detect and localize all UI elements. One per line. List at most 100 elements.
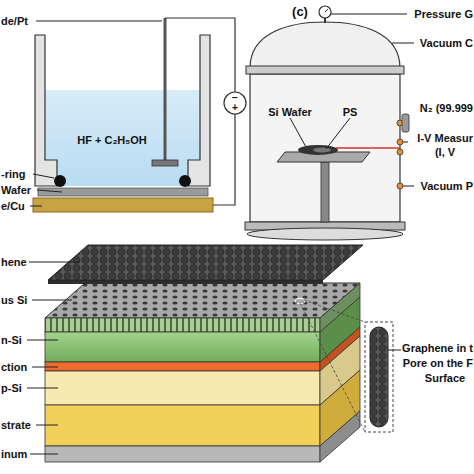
- pt-electrode-part: [164, 18, 167, 165]
- pressure-gauge-part: [325, 9, 328, 12]
- layer-front-face-part: [45, 332, 320, 362]
- pore-zoom-part: [304, 300, 365, 322]
- port-valve-part: [397, 139, 403, 145]
- leader-line-part: [30, 454, 58, 455]
- layer-front-face-part: [45, 371, 320, 405]
- zoom-label: Graphene in t: [402, 343, 473, 354]
- graphene-sheet-part: [48, 280, 323, 284]
- power-source-symbol-part: [224, 92, 246, 114]
- layer-front-face-part: [45, 362, 320, 371]
- etching-cell-part: [188, 35, 210, 186]
- layer-label: inum: [1, 449, 27, 460]
- layer-label: p-Si: [1, 383, 22, 394]
- part-label: de/Pt: [1, 16, 28, 27]
- part-label: Si Wafer: [268, 107, 312, 118]
- graphene-sheet: [48, 245, 363, 284]
- vacuum-chamber-part: [247, 228, 403, 240]
- measurement-wire-part: [336, 147, 400, 148]
- porous-si-top-face-part: [45, 283, 360, 318]
- pore-zoom-part: [365, 322, 393, 432]
- pt-electrode-part: [152, 160, 178, 166]
- pressure-gauge-part: [324, 18, 326, 23]
- part-label: Vacuum P: [420, 181, 473, 192]
- leader-line: [290, 14, 414, 186]
- layer-front-face-part: [45, 405, 320, 446]
- leader-line-part: [27, 340, 58, 341]
- sample-stage-part: [298, 145, 338, 155]
- leader-line-part: [290, 118, 306, 147]
- etching-cell-part: [179, 175, 191, 187]
- layer-side-face-part: [320, 411, 360, 462]
- circuit-wire-part: [213, 114, 235, 205]
- part-label: Wafer: [1, 185, 31, 196]
- etching-cell-part: [45, 90, 200, 186]
- port-valve-part: [397, 183, 403, 189]
- leader-line-part: [37, 190, 62, 192]
- port-valve-part: [397, 149, 403, 155]
- panel-letter: (c): [292, 5, 308, 18]
- pore-zoom: [295, 299, 393, 433]
- porous-si-top-face: [45, 283, 360, 318]
- vacuum-chamber-part: [246, 66, 404, 74]
- gas-cylinder: [402, 114, 409, 132]
- leader-line-part: [32, 300, 72, 301]
- layer-label: hene: [1, 257, 27, 268]
- measurement-wire: [336, 123, 402, 148]
- part-label: -ring: [1, 169, 25, 180]
- leader-line-part: [326, 118, 350, 149]
- sample-stage: [277, 145, 370, 222]
- pore-zoom-part: [370, 327, 388, 427]
- leader-line-part: [331, 14, 407, 15]
- leader-line-part: [36, 425, 58, 426]
- leader-line-part: [33, 174, 54, 178]
- vacuum-chamber-part: [250, 22, 400, 68]
- etching-cell-part: [54, 175, 66, 187]
- layer-side-face: [320, 283, 360, 462]
- pore-zoom-part: [295, 299, 305, 304]
- leader-line-part: [27, 388, 58, 389]
- etching-cell-part: [38, 188, 208, 196]
- gas-label: N₂ (99.999: [420, 103, 473, 114]
- pressure-gauge-part: [319, 6, 331, 18]
- layer-label: strate: [1, 420, 31, 431]
- vacuum-chamber: [245, 22, 405, 240]
- leader-line: [27, 262, 401, 454]
- leader-line-part: [29, 262, 80, 263]
- zoom-label: Surface: [425, 373, 465, 384]
- layer-front-face-part: [45, 318, 320, 332]
- graphene-sheet-part: [48, 245, 363, 280]
- solution-label: HF + C₂H₅OH: [77, 135, 147, 146]
- zoom-label: Pore on the F: [403, 358, 473, 369]
- part-label: Pressure G: [414, 9, 473, 20]
- polarity-sign: +: [232, 103, 238, 113]
- circuit-wire: [165, 18, 235, 205]
- pore-zoom-part: [300, 303, 365, 432]
- leader-line-part: [403, 142, 408, 143]
- sample-stage-part: [313, 148, 331, 153]
- sample-stage-part: [321, 162, 329, 222]
- layer-front-face-part: [45, 446, 320, 462]
- part-label: e/Cu: [1, 201, 25, 212]
- leader-line-part: [32, 367, 58, 368]
- part-label: (I, V: [435, 147, 455, 158]
- layer-label: us Si: [1, 295, 27, 306]
- part-label: PS: [343, 107, 358, 118]
- layer-label: n-Si: [1, 335, 22, 346]
- part-label: I-V Measur: [417, 133, 473, 144]
- layer-front-face: [45, 318, 320, 462]
- part-label: Vacuum C: [420, 38, 473, 49]
- leader-line-part: [388, 350, 401, 351]
- power-source-symbol: [224, 92, 246, 114]
- pressure-gauge: [319, 6, 331, 23]
- pt-electrode: [152, 18, 178, 166]
- layer-label: ction: [1, 362, 27, 373]
- vacuum-chamber-part: [250, 74, 400, 222]
- leader-line-part: [392, 43, 414, 44]
- leader-line-part: [30, 206, 42, 207]
- polarity-sign: −: [232, 93, 238, 103]
- leader-line-part: [403, 186, 414, 187]
- etching-cell-part: [33, 198, 213, 212]
